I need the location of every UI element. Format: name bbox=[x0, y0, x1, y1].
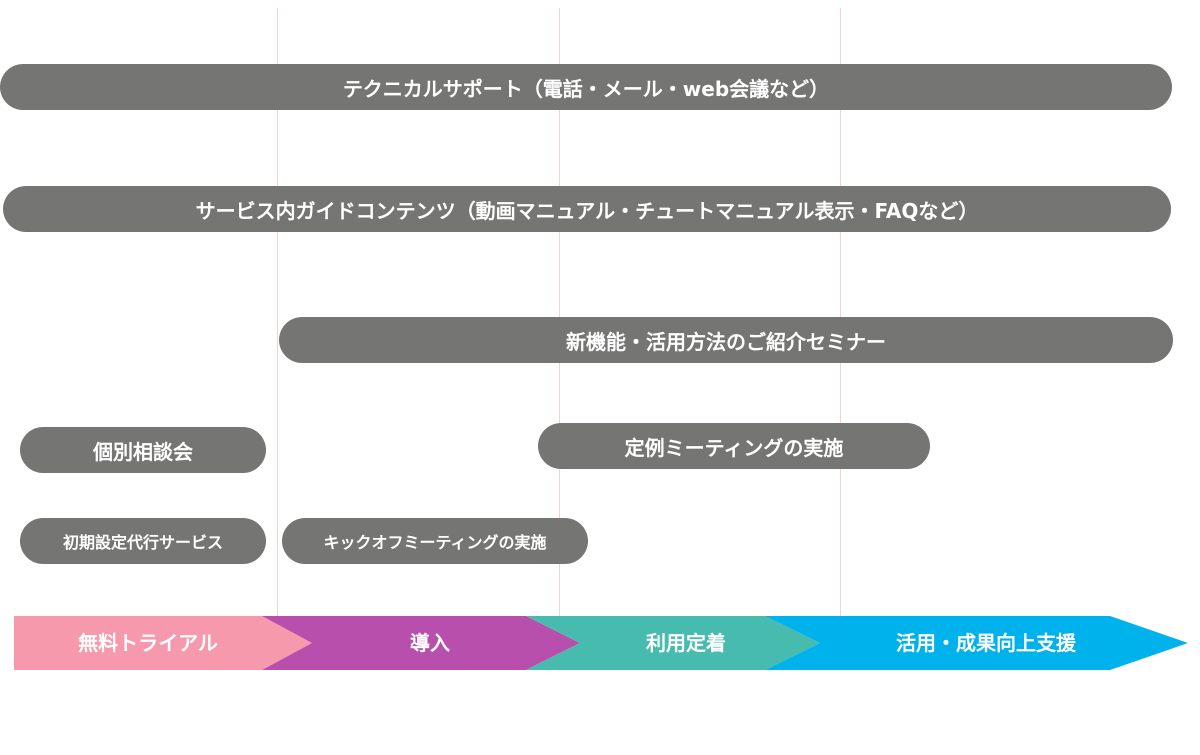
phase-segment-usage bbox=[526, 616, 820, 670]
phase-divider-line bbox=[840, 8, 841, 616]
phase-segment-intro bbox=[262, 616, 580, 670]
phase-label-usage: 利用定着 bbox=[646, 631, 726, 655]
phase-divider-line bbox=[277, 8, 278, 616]
phase-segment-trial bbox=[14, 616, 312, 670]
phase-divider-line bbox=[559, 8, 560, 616]
phase-label-trial: 無料トライアル bbox=[78, 631, 218, 655]
phase-label-success: 活用・成果向上支援 bbox=[896, 631, 1077, 655]
phase-segment-success bbox=[765, 616, 1188, 670]
bar-seminar: 新機能・活用方法のご紹介セミナー bbox=[279, 317, 1173, 363]
bar-individual-consult: 個別相談会 bbox=[20, 427, 266, 473]
bar-technical-support: テクニカルサポート（電話・メール・web会議など） bbox=[0, 64, 1172, 110]
bar-kickoff-meeting: キックオフミーティングの実施 bbox=[282, 518, 588, 564]
bar-regular-meeting: 定例ミーティングの実施 bbox=[538, 423, 930, 469]
bar-initial-setup: 初期設定代行サービス bbox=[20, 518, 266, 564]
bar-guide-contents: サービス内ガイドコンテンツ（動画マニュアル・チュートマニュアル表示・FAQなど） bbox=[3, 186, 1171, 232]
phase-label-intro: 導入 bbox=[410, 631, 450, 655]
